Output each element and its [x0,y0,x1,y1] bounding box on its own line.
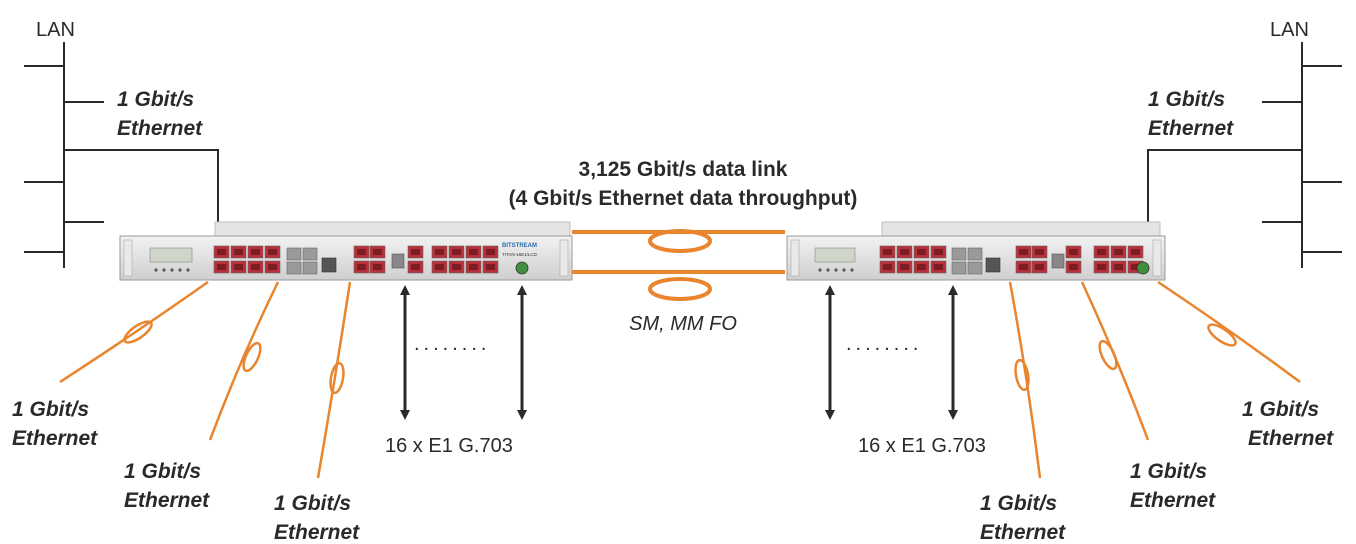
device-left-model: TITAN-16E1/LCD [502,252,538,257]
e1-arrows-right [825,285,958,420]
lan-right-label: LAN [1270,19,1309,41]
fiber-link [572,229,785,301]
eth-label-top-right-line2: Ethernet [1148,117,1234,140]
device-left: BITSTREAM TITAN-16E1/LCD [119,221,573,281]
eth-label-br3-line1: 1 Gbit/s [980,492,1057,515]
device-right [786,221,1166,281]
e1-label-left: 16 x E1 G.703 [385,435,513,457]
eth-label-bl1-line2: Ethernet [12,427,98,450]
fiber-type-label: SM, MM FO [629,313,737,335]
ethernet-cables-right [1008,280,1301,479]
e1-dots-right: ........ [846,333,922,355]
eth-label-br1-line2: Ethernet [1248,427,1334,450]
eth-label-bl2-line2: Ethernet [124,489,210,512]
eth-label-bl2-line1: 1 Gbit/s [124,460,201,483]
e1-arrows-left [400,285,527,420]
device-left-brand: BITSTREAM [502,243,537,249]
eth-label-br2-line2: Ethernet [1130,489,1216,512]
eth-label-top-right-line1: 1 Gbit/s [1148,88,1225,111]
eth-label-bl3-line1: 1 Gbit/s [274,492,351,515]
e1-label-right: 16 x E1 G.703 [858,435,986,457]
eth-label-top-left-line1: 1 Gbit/s [117,88,194,111]
eth-label-br1-line1: 1 Gbit/s [1242,398,1319,421]
eth-label-bl3-line2: Ethernet [274,521,360,544]
eth-label-br3-line2: Ethernet [980,521,1066,544]
lan-right [1147,42,1342,268]
eth-label-top-left-line2: Ethernet [117,117,203,140]
lan-left-label: LAN [36,19,75,41]
link-subtitle: (4 Gbit/s Ethernet data throughput) [509,187,858,210]
ethernet-cables-left [59,280,352,479]
e1-dots-left: ........ [414,333,490,355]
eth-label-br2-line1: 1 Gbit/s [1130,460,1207,483]
link-title: 3,125 Gbit/s data link [579,158,788,181]
lan-left [24,42,219,268]
eth-label-bl1-line1: 1 Gbit/s [12,398,89,421]
